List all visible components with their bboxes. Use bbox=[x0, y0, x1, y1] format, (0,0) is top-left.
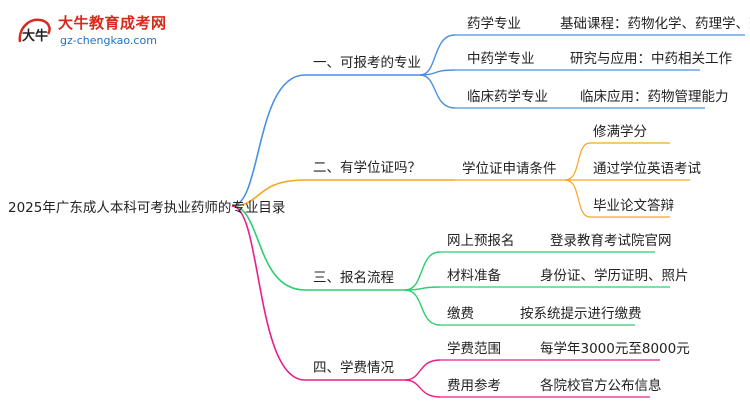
connector-b3c3 bbox=[404, 289, 441, 326]
connector-b2 bbox=[231, 179, 306, 207]
brand-url: gz-chengkao.com bbox=[60, 34, 157, 47]
node-label-b1c1: 药学专业 bbox=[467, 16, 521, 32]
node-detail-b1c3: 临床应用：药物管理能力 bbox=[580, 88, 729, 105]
node-detail-b4c1: 每学年3000元至8000元 bbox=[540, 341, 690, 357]
branch-label-b3: 三、报名流程 bbox=[313, 270, 394, 286]
brand-mark-text: 大牛 bbox=[22, 28, 48, 44]
node-label-b1c2: 中药学专业 bbox=[467, 51, 535, 67]
node-label-b3c2: 材料准备 bbox=[447, 267, 501, 284]
node-detail-b3c3: 按系统提示进行缴费 bbox=[520, 306, 642, 322]
connector-b3c1 bbox=[404, 251, 441, 291]
connector-b4 bbox=[231, 205, 306, 381]
connector-b2c1-item3 bbox=[564, 179, 591, 218]
brand-name: 大牛教育成考网 bbox=[58, 14, 167, 32]
node-label-b4c2: 费用参考 bbox=[447, 377, 501, 394]
node-label-b3c1: 网上预报名 bbox=[447, 233, 515, 249]
node-detail-b3c2: 身份证、学历证明、照片 bbox=[540, 268, 689, 284]
node-detail-b1c2: 研究与应用：中药相关工作 bbox=[570, 50, 732, 67]
node-detail-b3c1: 登录教育考试院官网 bbox=[550, 233, 672, 249]
connector-b3 bbox=[231, 205, 306, 291]
connector-b1c3 bbox=[419, 74, 456, 109]
brand-mark-icon: 大牛 bbox=[18, 18, 51, 44]
node-label-b3c3: 缴费 bbox=[447, 306, 474, 322]
branch-label-b1: 一、可报考的专业 bbox=[313, 55, 421, 71]
connector-b1c1 bbox=[419, 34, 456, 76]
brand-logo: 大牛 大牛教育成考网 gz-chengkao.com bbox=[6, 10, 196, 54]
connector-b4c1 bbox=[404, 359, 441, 381]
connector-b4c2 bbox=[404, 379, 441, 398]
node-item-b2c1-1: 修满学分 bbox=[593, 124, 647, 140]
node-label-b1c3: 临床药学专业 bbox=[467, 89, 548, 105]
connector-b2c1-item1 bbox=[564, 142, 591, 181]
node-label-b4c1: 学费范围 bbox=[447, 341, 501, 357]
node-label-b2c1: 学位证申请条件 bbox=[462, 160, 557, 177]
node-item-b2c1-3: 毕业论文答辩 bbox=[593, 197, 674, 214]
branch-label-b4: 四、学费情况 bbox=[313, 360, 394, 376]
node-detail-b4c2: 各院校官方公布信息 bbox=[540, 377, 662, 394]
node-detail-b1c1: 基础课程：药物化学、药理学、药剂学 bbox=[560, 15, 750, 32]
connector-b1c2 bbox=[419, 69, 456, 76]
connector-b1 bbox=[231, 74, 306, 207]
branch-label-b2: 二、有学位证吗？ bbox=[313, 160, 421, 176]
root-topic: 2025年广东成人本科可考执业药师的专业目录 bbox=[8, 200, 285, 216]
node-item-b2c1-2: 通过学位英语考试 bbox=[593, 160, 701, 177]
